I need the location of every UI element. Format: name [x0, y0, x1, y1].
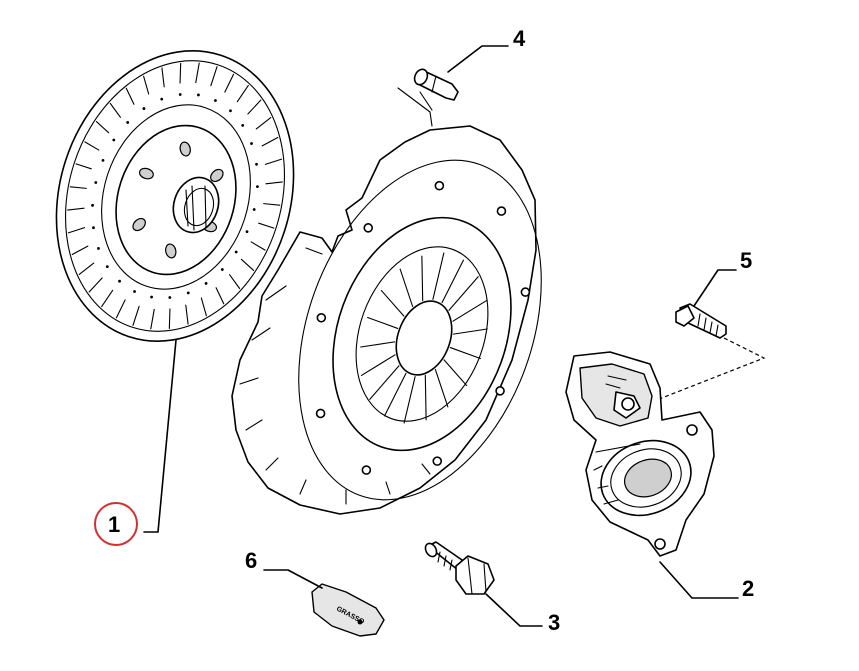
friction-slots — [67, 62, 283, 330]
callout-1-highlight-circle — [94, 502, 138, 546]
callout-6[interactable]: 6 — [245, 548, 257, 573]
callout-5-label: 5 — [740, 248, 752, 273]
callout-1-label: 1 — [108, 512, 120, 537]
callout-3-label: 3 — [548, 610, 560, 635]
callout-5[interactable]: 5 — [740, 248, 752, 273]
rivet-holes — [91, 93, 259, 299]
callout-2[interactable]: 2 — [742, 576, 754, 601]
callout-4[interactable]: 4 — [513, 26, 526, 51]
callout-6-label: 6 — [245, 548, 257, 573]
part-2-release-bearing[interactable] — [565, 351, 715, 557]
alignment-dashed-line — [625, 337, 766, 413]
callout-1[interactable]: 1 — [94, 502, 138, 546]
callout-4-label: 4 — [513, 26, 526, 51]
part-3-bolt[interactable] — [423, 541, 495, 595]
part-4-dowel-pin[interactable] — [412, 67, 459, 101]
part-5-bolt[interactable] — [675, 303, 727, 339]
leader-lines — [143, 45, 739, 627]
mounting-holes — [315, 180, 531, 475]
diaphragm-fingers — [360, 252, 488, 424]
part-6-grease-tube[interactable]: GRASSO — [311, 583, 385, 637]
part-1-clutch-disc[interactable] — [20, 20, 330, 373]
callout-2-label: 2 — [742, 576, 754, 601]
callout-3[interactable]: 3 — [548, 610, 560, 635]
pressure-plate — [231, 87, 542, 515]
